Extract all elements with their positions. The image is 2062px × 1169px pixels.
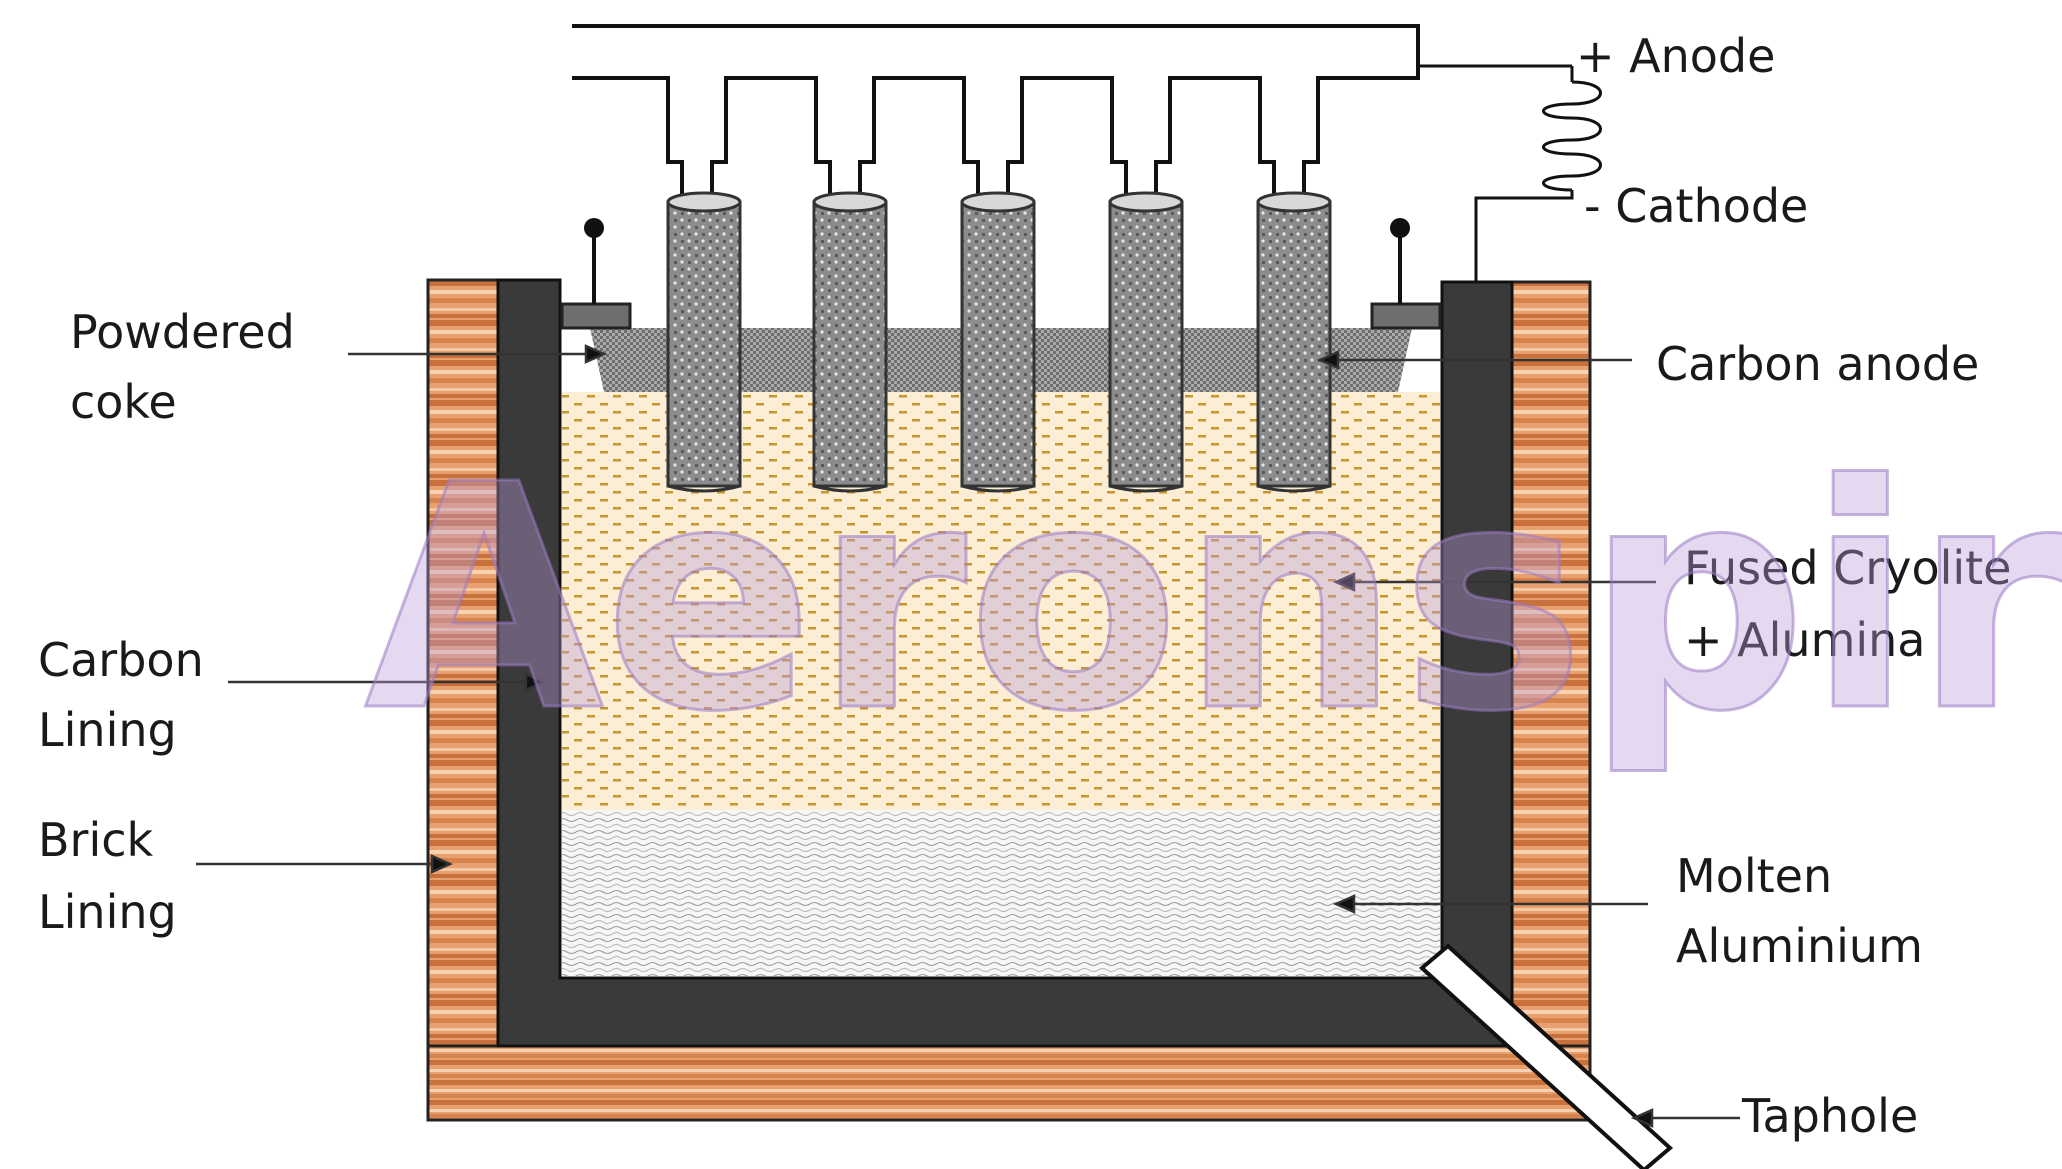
label-molten-aluminium-line1: Molten bbox=[1676, 849, 1832, 903]
label-taphole: Taphole bbox=[1741, 1089, 1918, 1143]
label-fused-cryolite-line2: + Alumina bbox=[1684, 613, 1926, 667]
external-circuit bbox=[1418, 64, 1602, 282]
label-carbon-anode: Carbon anode bbox=[1656, 337, 1979, 391]
label-carbon-lining-line2: Lining bbox=[38, 703, 177, 757]
label-fused-cryolite-line1: Fused Cryolite bbox=[1684, 541, 2011, 595]
carbon-lining bbox=[496, 278, 1514, 1048]
carbon-anode-rod-1 bbox=[666, 191, 742, 493]
label-carbon-lining-line1: Carbon bbox=[38, 633, 204, 687]
carbon-anode-rod-3 bbox=[960, 191, 1036, 493]
watermark: Aeronspire bbox=[364, 419, 2062, 780]
clamp-right bbox=[1370, 218, 1442, 330]
carbon-anode-rod-4 bbox=[1108, 191, 1184, 493]
label-brick-lining-line2: Lining bbox=[38, 885, 177, 939]
label-brick-lining-line1: Brick bbox=[38, 813, 154, 867]
label-molten-aluminium-line2: Aluminium bbox=[1676, 919, 1923, 973]
label-cathode-terminal: - Cathode bbox=[1584, 179, 1808, 233]
anode-busbar bbox=[572, 24, 1420, 200]
label-anode-terminal: + Anode bbox=[1576, 29, 1775, 83]
label-powdered-coke-line2: coke bbox=[70, 375, 177, 429]
leader-lines bbox=[196, 344, 1740, 1128]
label-powdered-coke-line1: Powdered bbox=[70, 305, 295, 359]
carbon-anode-rods bbox=[666, 191, 1332, 493]
carbon-anode-rod-5 bbox=[1256, 191, 1332, 493]
clamp-left bbox=[560, 218, 632, 330]
molten-aluminium bbox=[562, 810, 1440, 976]
taphole-pipe bbox=[1418, 943, 1674, 1169]
carbon-anode-rod-2 bbox=[812, 191, 888, 493]
